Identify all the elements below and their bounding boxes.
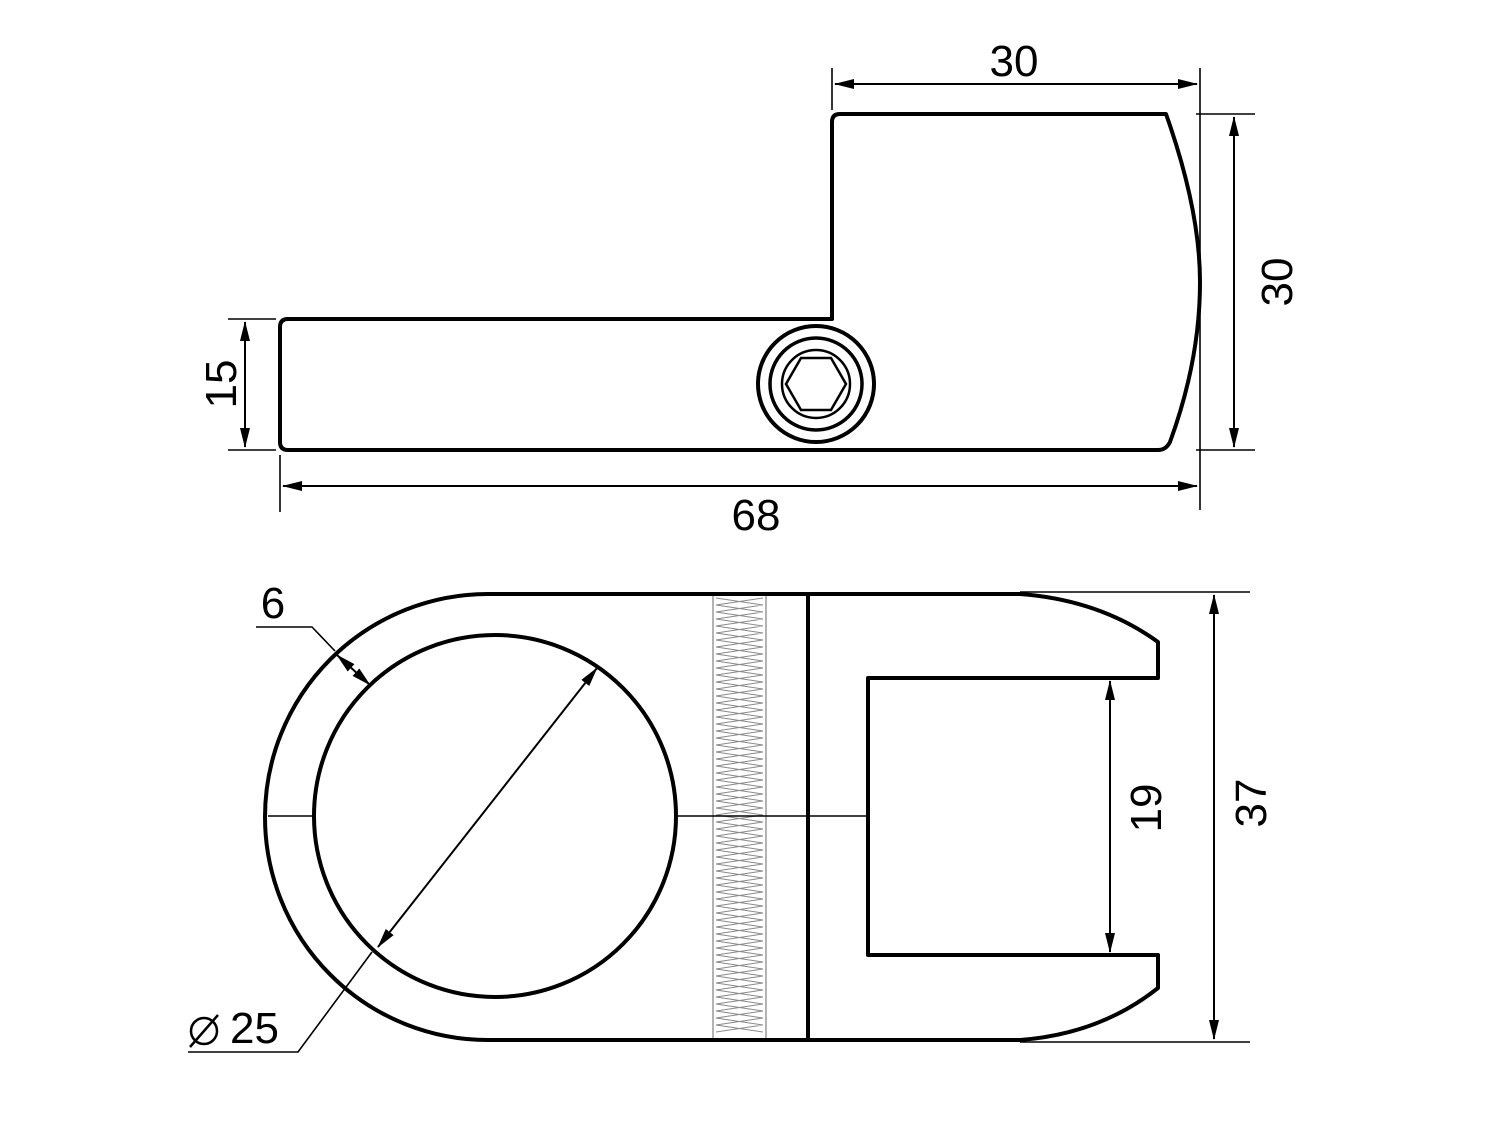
hex-screw-icon (756, 324, 876, 444)
right-height-label: 30 (1253, 258, 1302, 307)
side-view-outline (278, 112, 1202, 452)
wall-thickness-dimension-line (336, 654, 371, 686)
plan-view: 37 19 6 25 (188, 579, 1276, 1053)
thread-hatch (715, 597, 764, 1033)
diameter-symbol-icon (189, 1014, 219, 1048)
clamp-right-outline (806, 592, 1160, 1042)
top-width-label: 30 (990, 37, 1039, 86)
wall-thickness-label: 6 (261, 579, 285, 628)
bore-circle (312, 633, 678, 999)
slot-width-label: 19 (1122, 784, 1171, 833)
side-view: 30 30 15 68 (197, 37, 1302, 540)
total-length-label: 68 (732, 491, 781, 540)
overall-height-label: 37 (1227, 779, 1276, 828)
left-height-label: 15 (197, 360, 246, 409)
bore-diameter-dimension-line (377, 667, 598, 948)
bore-diameter-label: 25 (230, 1004, 279, 1053)
